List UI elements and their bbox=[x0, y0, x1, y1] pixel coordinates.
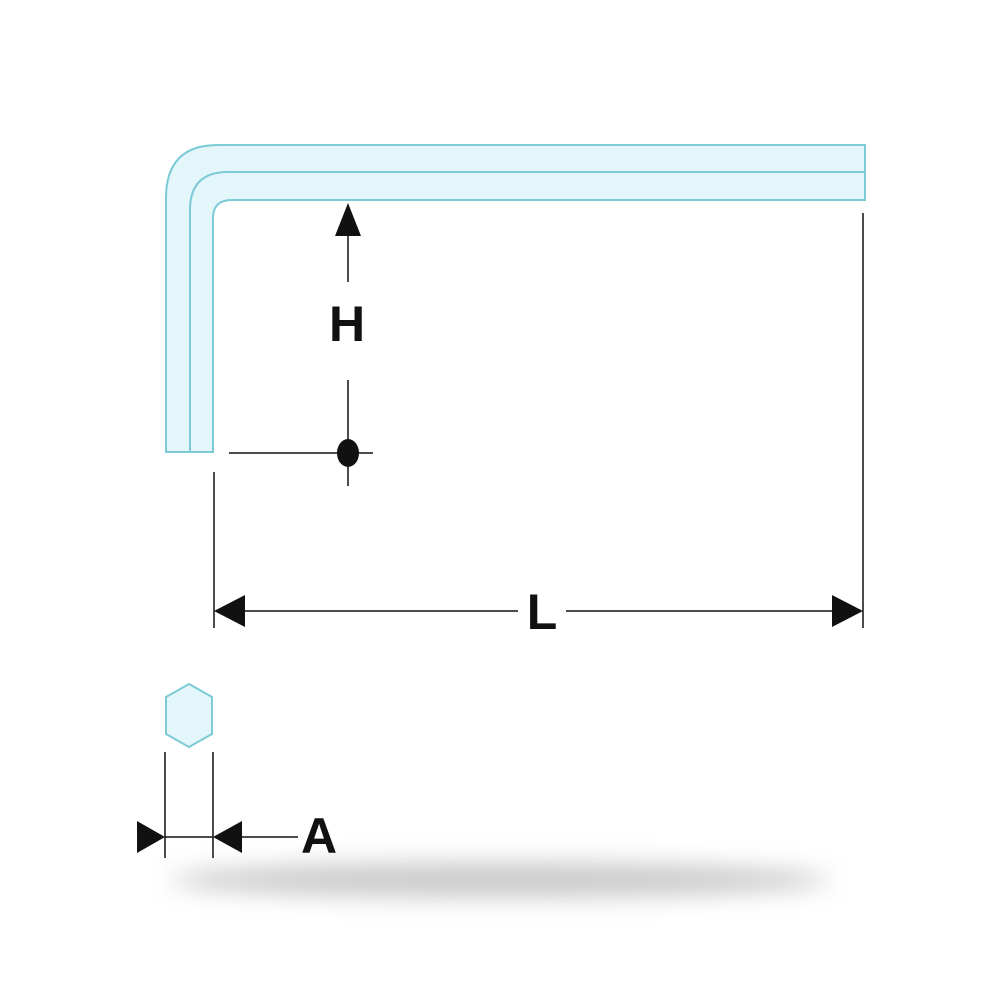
drop-shadow bbox=[170, 862, 830, 898]
length-dimension: L bbox=[213, 213, 864, 640]
height-origin-dot bbox=[337, 439, 359, 467]
length-label: L bbox=[527, 584, 558, 640]
length-arrowhead-left bbox=[214, 595, 245, 627]
height-dimension: H bbox=[229, 203, 373, 486]
across-flats-arrowhead-right bbox=[213, 821, 242, 853]
across-flats-arrowhead-left bbox=[137, 821, 165, 853]
hex-key-body bbox=[165, 144, 866, 453]
length-arrowhead-right bbox=[832, 595, 863, 627]
hex-cross-section bbox=[165, 682, 213, 749]
hex-key bbox=[165, 144, 866, 453]
hex-key-facet-line bbox=[189, 171, 865, 452]
across-flats-label: A bbox=[301, 808, 337, 864]
height-arrowhead bbox=[335, 203, 361, 236]
across-flats-dimension: A bbox=[137, 752, 337, 864]
height-label: H bbox=[329, 296, 365, 352]
